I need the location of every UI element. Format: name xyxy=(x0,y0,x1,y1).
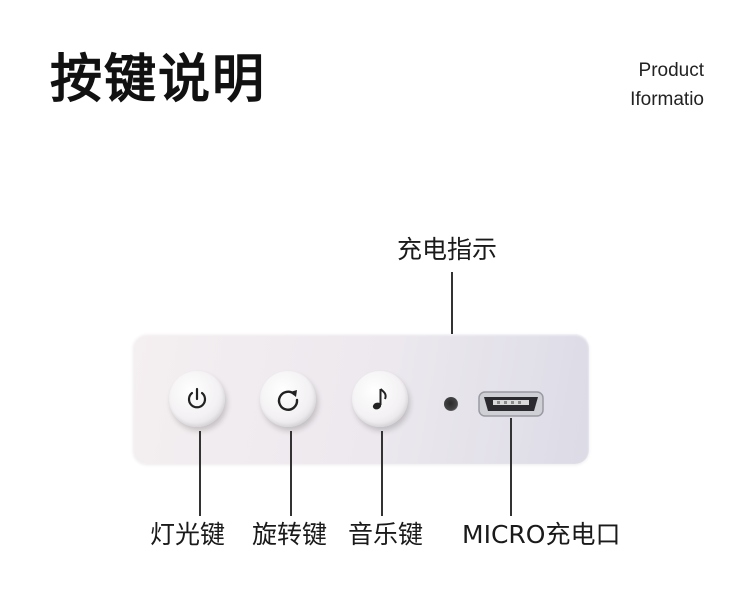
music-button-label: 音乐键 xyxy=(348,520,424,549)
power-icon xyxy=(187,387,207,409)
subtitle-line-2: Iformatio xyxy=(630,89,704,110)
micro-usb-port-icon xyxy=(478,391,544,417)
rotate-icon xyxy=(277,390,299,411)
charge-indicator-label: 充电指示 xyxy=(397,235,498,264)
music-button[interactable] xyxy=(352,371,408,427)
music-button-leader-line xyxy=(381,431,383,516)
subtitle-line-1: Product xyxy=(638,60,704,81)
charge-indicator-led xyxy=(444,397,458,411)
page-subtitle: Product Iformatio xyxy=(630,56,704,114)
charge-indicator-leader-line xyxy=(451,272,453,392)
micro-port-label: MICRO充电口 xyxy=(462,520,621,549)
rotate-button-leader-line xyxy=(290,431,292,516)
light-button[interactable] xyxy=(169,371,225,427)
micro-port-leader-line xyxy=(510,418,512,516)
light-button-leader-line xyxy=(199,431,201,516)
light-button-label: 灯光键 xyxy=(150,520,226,549)
page-title: 按键说明 xyxy=(50,50,267,110)
rotate-button[interactable] xyxy=(260,371,316,427)
music-note-icon xyxy=(372,388,387,410)
rotate-button-label: 旋转键 xyxy=(252,520,328,549)
